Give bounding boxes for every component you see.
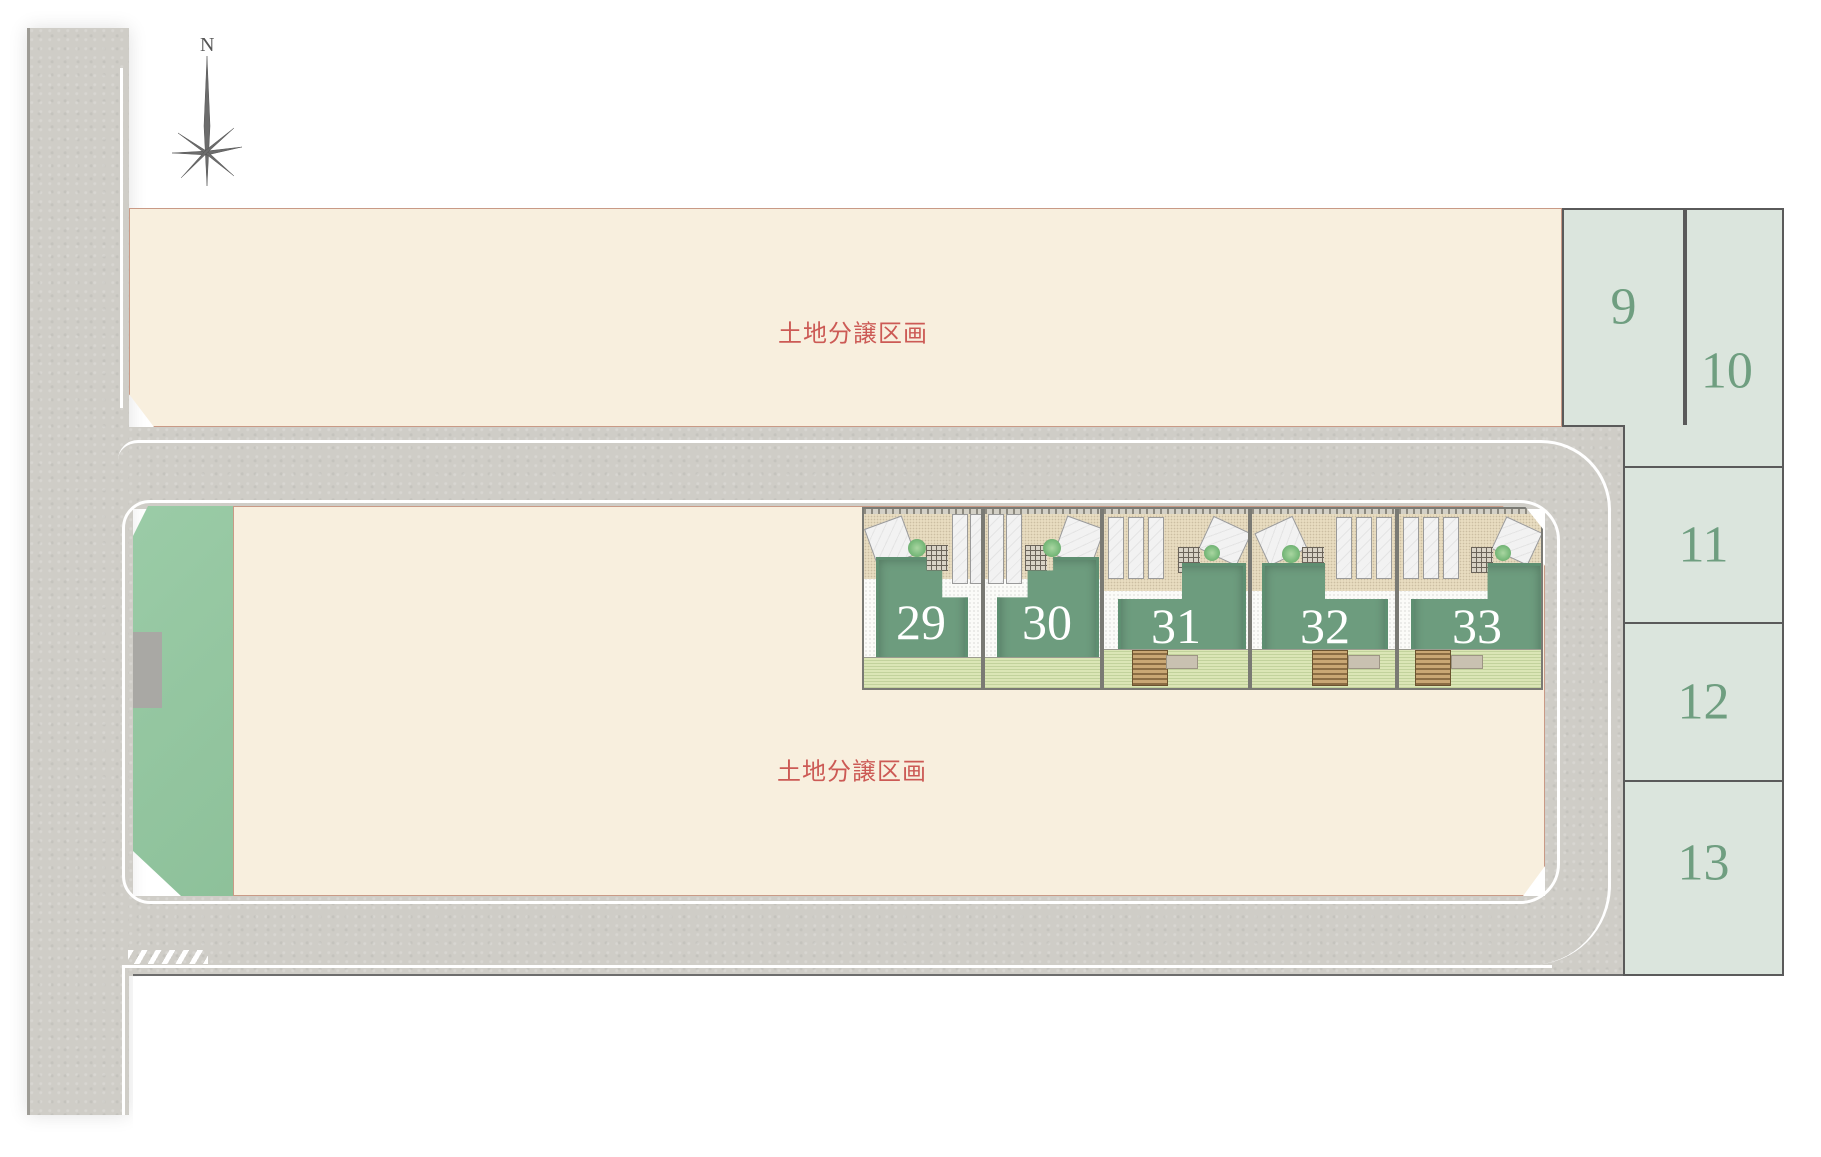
- fence-30: [985, 509, 1100, 514]
- lawn-29: [864, 657, 981, 688]
- deck-31: [1132, 650, 1168, 686]
- house-30-number: 30: [1022, 594, 1072, 650]
- road-line-outer: [118, 440, 1611, 965]
- tile-29: [926, 545, 948, 571]
- lot-10[interactable]: 10: [1685, 208, 1784, 467]
- road-line-west: [120, 68, 123, 408]
- parking-31-a: [1108, 517, 1124, 579]
- compass-north-label: N: [200, 34, 215, 56]
- road-line-bottom: [122, 965, 1552, 968]
- deck-33: [1415, 650, 1451, 686]
- step-33: [1451, 655, 1483, 669]
- lot-10-extension: [1623, 425, 1784, 467]
- fence-31: [1104, 509, 1248, 514]
- parking-33-c: [1443, 517, 1459, 579]
- house-lot-30[interactable]: 30: [983, 507, 1102, 690]
- house-29-number: 29: [896, 594, 946, 650]
- lot-12[interactable]: 12: [1623, 622, 1784, 782]
- house-lot-29[interactable]: 29: [862, 507, 983, 690]
- lot-10-number: 10: [1700, 342, 1753, 400]
- parking-30-b: [1006, 514, 1022, 584]
- tree-31: [1204, 545, 1220, 561]
- fence-33: [1399, 509, 1541, 514]
- land-block-north-label: 土地分譲区画: [778, 321, 928, 348]
- house-33-number: 33: [1452, 598, 1502, 654]
- compass-star-icon: [172, 56, 242, 186]
- tile-33: [1471, 547, 1493, 573]
- deck-32: [1312, 650, 1348, 686]
- parking-31-b: [1128, 517, 1144, 579]
- crosswalk-marking: [128, 950, 208, 964]
- tree-30: [1043, 539, 1061, 557]
- parking-29-b: [952, 514, 968, 584]
- tile-30: [1025, 545, 1047, 571]
- parking-33-a: [1403, 517, 1419, 579]
- house-lot-33[interactable]: 33: [1397, 507, 1543, 690]
- land-block-north[interactable]: 土地分譲区画: [129, 208, 1562, 427]
- lot-11[interactable]: 11: [1623, 466, 1784, 624]
- parking-31-c: [1148, 517, 1164, 579]
- fence-29: [864, 509, 981, 514]
- north-compass: N: [172, 34, 242, 186]
- fence-32: [1252, 509, 1395, 514]
- tree-32: [1282, 545, 1300, 563]
- parking-32-b: [1336, 517, 1352, 579]
- house-lot-31[interactable]: 31: [1102, 507, 1250, 690]
- park-structure: [133, 632, 162, 708]
- lot-13[interactable]: 13: [1623, 780, 1784, 976]
- south-internal-road: [129, 896, 1623, 976]
- parking-30-a: [988, 514, 1004, 584]
- lot-9[interactable]: 9: [1562, 208, 1685, 427]
- parking-33-b: [1423, 517, 1439, 579]
- lot-12-number: 12: [1677, 673, 1730, 731]
- road-line-inner: [122, 500, 1560, 904]
- parking-32-d: [1376, 517, 1392, 579]
- house-31-number: 31: [1151, 598, 1201, 654]
- house-lot-32[interactable]: 32: [1250, 507, 1397, 690]
- lot-9-number: 9: [1610, 278, 1637, 336]
- offsite-area-south: [133, 977, 1821, 1157]
- lawn-30: [985, 657, 1100, 688]
- land-block-center-label: 土地分譲区画: [777, 759, 927, 786]
- tree-33: [1495, 545, 1511, 561]
- lot-11-number: 11: [1678, 516, 1729, 574]
- step-31: [1166, 655, 1198, 669]
- step-32: [1348, 655, 1380, 669]
- lot-13-number: 13: [1677, 834, 1730, 892]
- west-road: [27, 28, 129, 1115]
- tree-29: [908, 539, 926, 557]
- west-inner-road: [129, 427, 133, 976]
- road-line-west-lower: [122, 965, 125, 1115]
- parking-29-c: [970, 514, 981, 584]
- parking-32-c: [1356, 517, 1372, 579]
- house-32-number: 32: [1300, 598, 1350, 654]
